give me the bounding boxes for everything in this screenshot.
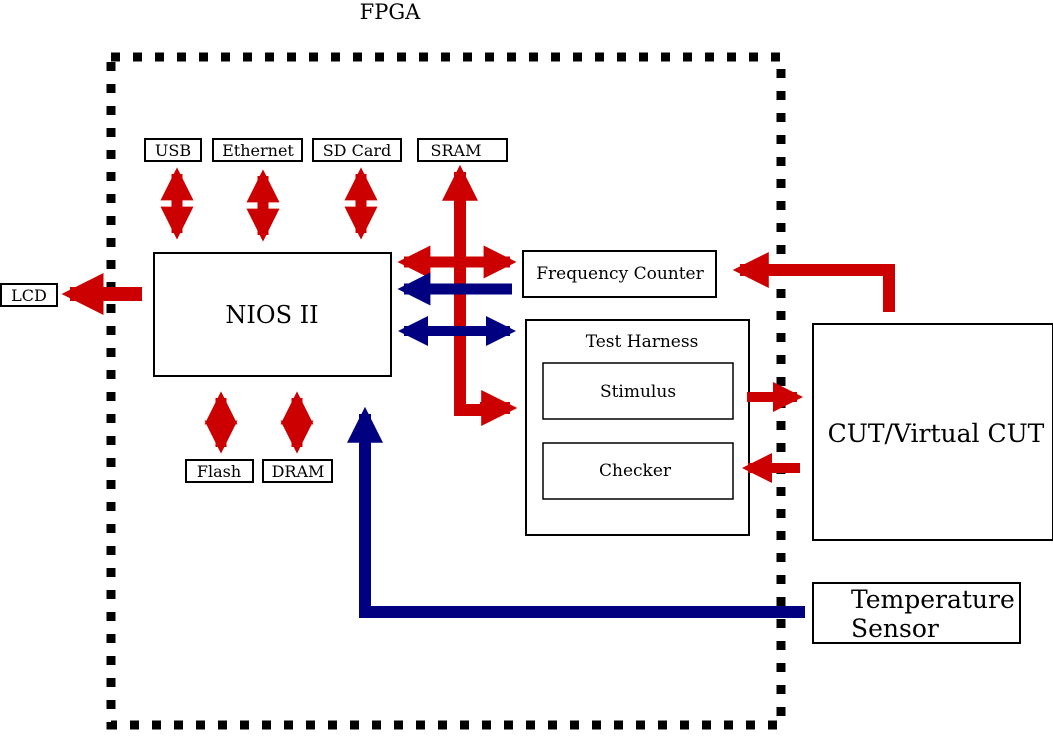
frequency-counter-label: Frequency Counter — [536, 264, 704, 284]
sdcard-label: SD Card — [323, 141, 392, 160]
sram-block: SRAM — [417, 138, 508, 162]
checker-block — [542, 442, 734, 500]
dram-block: DRAM — [262, 459, 333, 483]
test-harness-label: Test Harness — [586, 332, 699, 352]
sram-label: SRAM — [431, 141, 482, 160]
dram-label: DRAM — [272, 462, 325, 481]
flash-block: Flash — [185, 459, 254, 483]
usb-label: USB — [155, 141, 191, 160]
fpga-boundary — [106, 52, 786, 730]
fpga-title: FPGA — [360, 0, 421, 24]
stimulus-block — [542, 362, 734, 420]
cut-label: CUT/Virtual CUT — [828, 419, 1045, 448]
nios-label: NIOS II — [225, 301, 318, 329]
cut-block: CUT/Virtual CUT — [812, 323, 1053, 541]
test-harness-block: Test Harness Stimulus Checker — [525, 319, 750, 536]
sdcard-block: SD Card — [312, 138, 402, 162]
lcd-label: LCD — [11, 286, 47, 305]
sensor-label-line2: Sensor — [851, 614, 939, 643]
lcd-block: LCD — [0, 283, 58, 307]
cut-freq-line — [770, 264, 895, 312]
usb-block: USB — [144, 138, 202, 162]
temp-to-nios-line — [359, 430, 805, 618]
ethernet-block: Ethernet — [212, 138, 303, 162]
stimulus-label: Stimulus — [600, 382, 676, 402]
ethernet-label: Ethernet — [222, 141, 294, 160]
flash-label: Flash — [197, 462, 241, 481]
temperature-sensor-block: Temperature Sensor — [812, 582, 1021, 644]
frequency-counter-block: Frequency Counter — [522, 250, 717, 298]
checker-label: Checker — [599, 461, 672, 481]
nios-block: NIOS II — [153, 252, 392, 377]
temperature-label-line1: Temperature — [851, 585, 1015, 614]
